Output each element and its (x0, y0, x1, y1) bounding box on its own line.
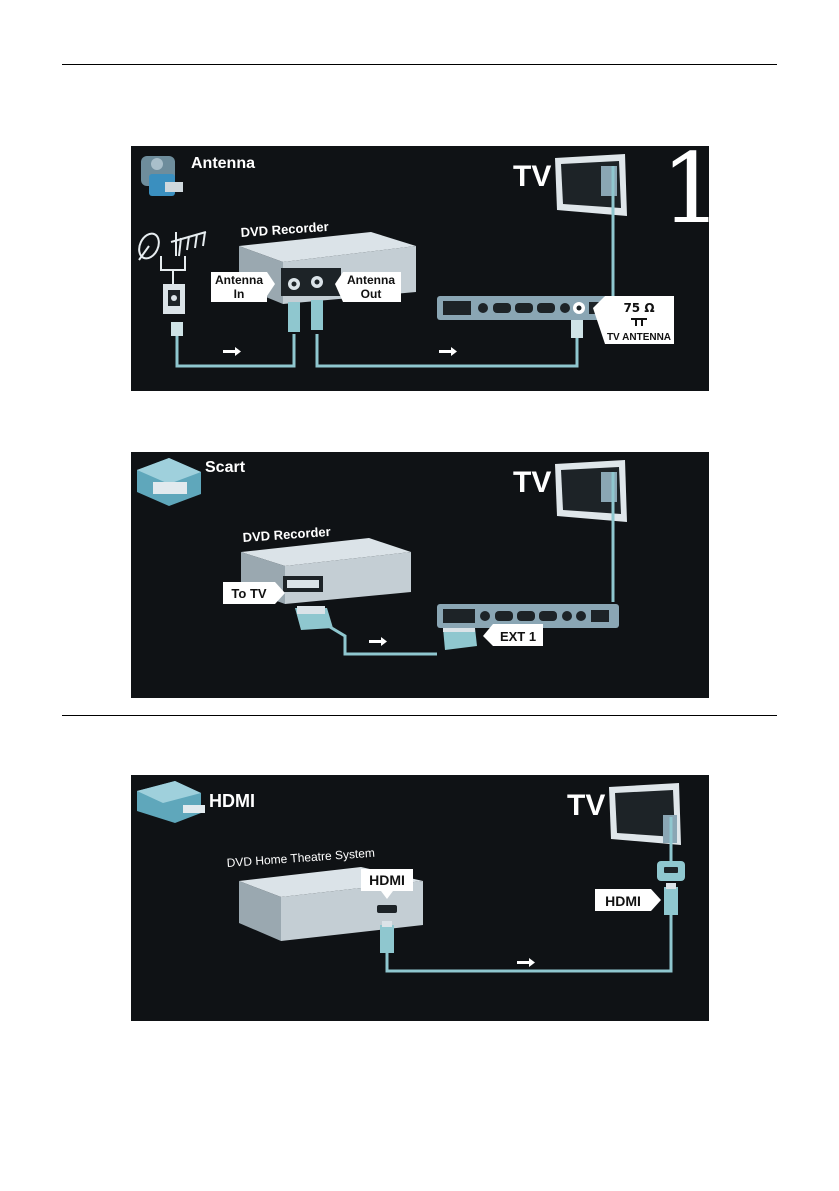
hdmi-connector-icon (137, 781, 205, 823)
device-label: DVD Home Theatre System (226, 846, 375, 870)
step-number: 1 (661, 146, 709, 245)
hdmi-plug-icons (380, 883, 678, 953)
tv-hdmi-port (657, 861, 685, 881)
aerial-icon (138, 231, 207, 284)
middle-rule (62, 715, 777, 716)
top-rule (62, 64, 777, 65)
ext1-callout: EXT 1 (483, 624, 543, 646)
scart-connector-icon (137, 458, 201, 506)
tv-icon (609, 783, 681, 845)
antenna-in-callout: Antenna In (211, 272, 275, 302)
to-tv-label: To TV (231, 586, 266, 601)
antenna-diagram: Antenna 1 TV DVD Recor (131, 146, 709, 391)
panel-title: Scart (205, 459, 246, 476)
direction-arrow (223, 347, 457, 356)
tv-port-bar (437, 296, 607, 320)
antenna-in-label-2: In (234, 287, 245, 301)
antenna-cable (175, 166, 615, 368)
hdmi-diagram: HDMI TV DVD Home Theatre System HDMI (131, 775, 709, 1021)
tv-antenna-label: TV ANTENNA (607, 332, 671, 343)
hdmi-in-callout: HDMI (595, 889, 661, 911)
antenna-connector-icon (141, 156, 183, 196)
hdmi-out-label: HDMI (369, 872, 405, 888)
device-label: DVD Recorder (242, 524, 331, 545)
direction-arrow (369, 637, 387, 646)
ext1-label: EXT 1 (500, 629, 536, 644)
to-tv-callout: To TV (223, 582, 285, 604)
hdmi-out-callout: HDMI (361, 869, 413, 899)
tv-label: TV (567, 789, 605, 822)
dvd-recorder-icon (241, 538, 411, 604)
tv-label: TV (513, 160, 551, 193)
antenna-out-label-1: Antenna (347, 273, 395, 287)
tv-port-bar (437, 604, 619, 628)
device-label: DVD Recorder (240, 219, 329, 240)
wall-socket-icon (163, 284, 185, 314)
scart-cable (324, 472, 615, 656)
antenna-in-label-1: Antenna (215, 273, 263, 287)
tv-antenna-callout: 75 Ω TV ANTENNA (593, 296, 674, 344)
hdmi-in-label: HDMI (605, 893, 641, 909)
panel-title: HDMI (209, 791, 255, 811)
tv-icon (555, 460, 627, 522)
tv-label: TV (513, 466, 551, 499)
coax-plug-icons (171, 300, 583, 338)
hdmi-cable (385, 817, 673, 973)
scart-diagram: Scart TV DVD Recorder To TV (131, 452, 709, 698)
antenna-out-label-2: Out (361, 287, 382, 301)
panel-title: Antenna (191, 155, 255, 172)
tv-icon (555, 154, 627, 216)
direction-arrow (517, 958, 535, 967)
ohm-label: 75 Ω (623, 301, 654, 315)
antenna-out-callout: Antenna Out (335, 272, 401, 302)
